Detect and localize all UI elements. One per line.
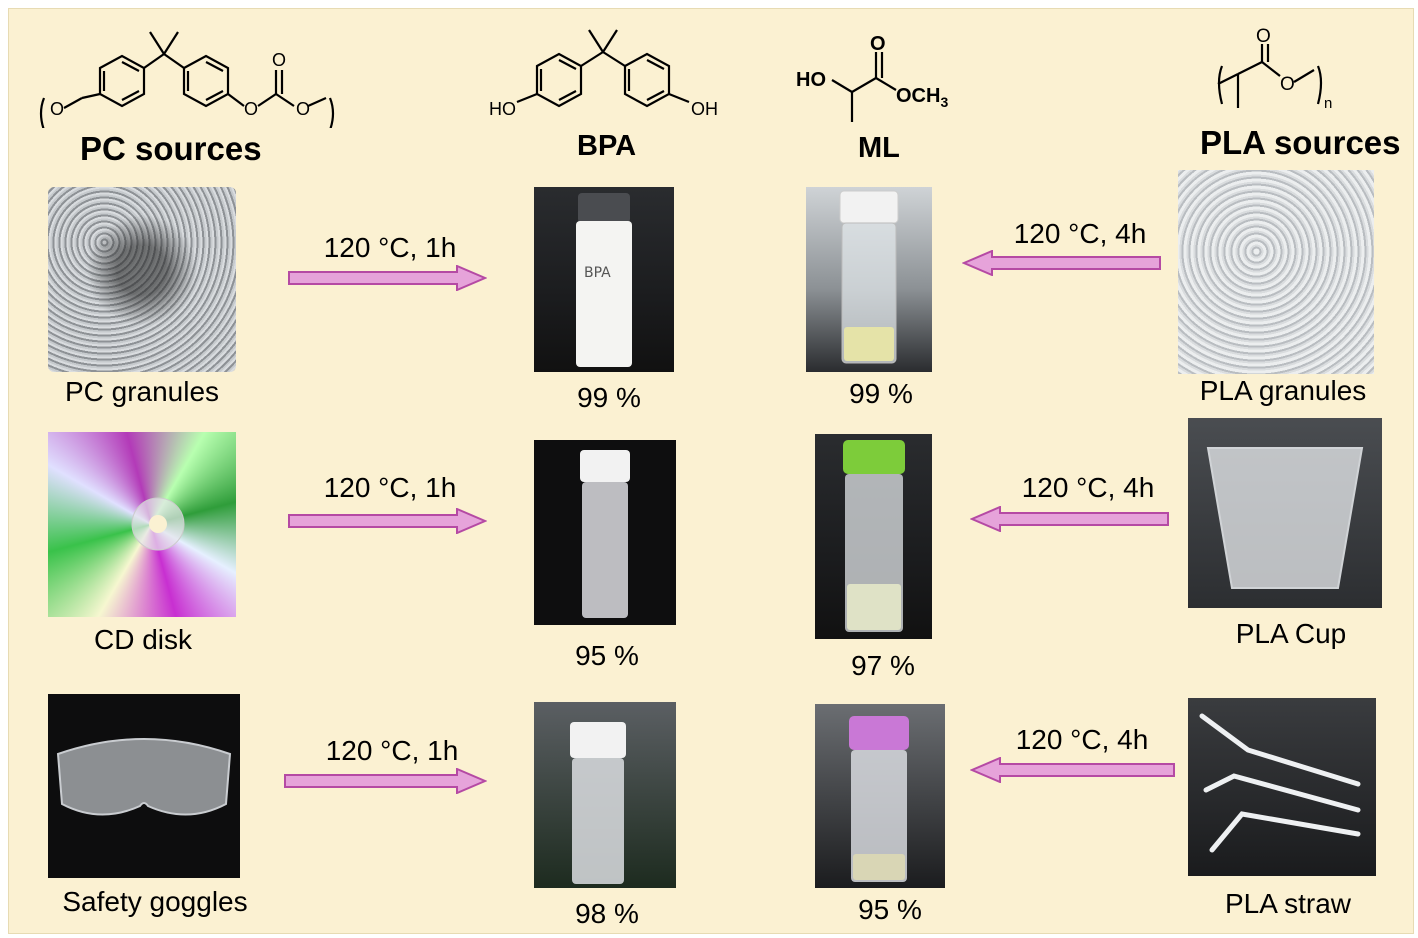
pla-o2: O [1280, 74, 1295, 95]
ml-o: O [870, 33, 886, 55]
arrow-left-row2 [970, 506, 1169, 532]
condition-pc-row3: 120 °C, 1h [325, 735, 459, 766]
bpa-vial-text-row1: BPA [584, 265, 611, 281]
photo-pla-straw [1188, 698, 1376, 876]
label-pla-cup: PLA Cup [1235, 618, 1347, 649]
photo-pc-granules [48, 187, 236, 372]
photo-bpa-row2 [534, 440, 676, 625]
yield-ml-row1: 99 % [849, 378, 913, 409]
photo-pla-cup [1188, 418, 1382, 608]
header-pla-sources: PLA sources [1200, 124, 1401, 161]
header-ml: ML [858, 132, 900, 164]
ml-och3: OCH3 [896, 85, 948, 110]
figure-panel [8, 8, 1414, 934]
bpa-ho: HO [489, 99, 516, 119]
photo-ml-row1 [806, 187, 932, 372]
arrow-left-row1 [962, 250, 1161, 276]
arrow-right-row3 [284, 768, 487, 794]
photo-cd-disk [48, 432, 236, 617]
condition-pla-row1: 120 °C, 4h [1013, 218, 1147, 249]
ml-structure: HO O OCH3 [796, 33, 948, 122]
pc-o1: O [244, 99, 258, 119]
condition-pla-row3: 120 °C, 4h [1015, 724, 1149, 755]
label-pc-granules: PC granules [64, 376, 220, 407]
photo-ml-row2 [815, 434, 932, 639]
arrow-right-row2 [288, 508, 487, 534]
bpa-oh: OH [691, 99, 718, 119]
pla-structure: O O n [1217, 26, 1332, 112]
pc-o3: O [296, 99, 310, 119]
photo-bpa-row1: BPA [534, 187, 674, 372]
photo-pla-granules [1178, 170, 1374, 374]
yield-ml-row3: 95 % [858, 894, 922, 925]
yield-bpa-row2: 95 % [575, 640, 639, 671]
condition-pc-row1: 120 °C, 1h [323, 232, 457, 263]
header-pc-sources: PC sources [80, 130, 262, 167]
ml-ho: HO [796, 69, 826, 91]
pc-o2: O [272, 50, 286, 70]
label-pla-granules: PLA granules [1199, 375, 1367, 406]
pla-n: n [1324, 95, 1332, 112]
pla-o1: O [1256, 26, 1271, 47]
header-bpa: BPA [577, 130, 637, 162]
photo-bpa-row3 [534, 702, 676, 888]
arrow-right-row1 [288, 265, 487, 291]
bpa-structure: HO OH [489, 29, 718, 119]
arrow-left-row3 [970, 757, 1175, 783]
yield-bpa-row3: 98 % [575, 898, 639, 929]
pc-structure: O O O O n [39, 31, 344, 128]
condition-pc-row2: 120 °C, 1h [323, 472, 457, 503]
label-cd-disk: CD disk [93, 624, 192, 655]
label-safety-goggles: Safety goggles [62, 886, 248, 917]
photo-safety-goggles [48, 694, 240, 878]
yield-ml-row2: 97 % [851, 650, 915, 681]
photo-ml-row3 [815, 704, 945, 888]
condition-pla-row2: 120 °C, 4h [1021, 472, 1155, 503]
yield-bpa-row1: 99 % [577, 382, 641, 413]
pc-o-left: O [50, 99, 64, 119]
label-pla-straw: PLA straw [1224, 888, 1352, 919]
pc-n: n [336, 123, 344, 128]
